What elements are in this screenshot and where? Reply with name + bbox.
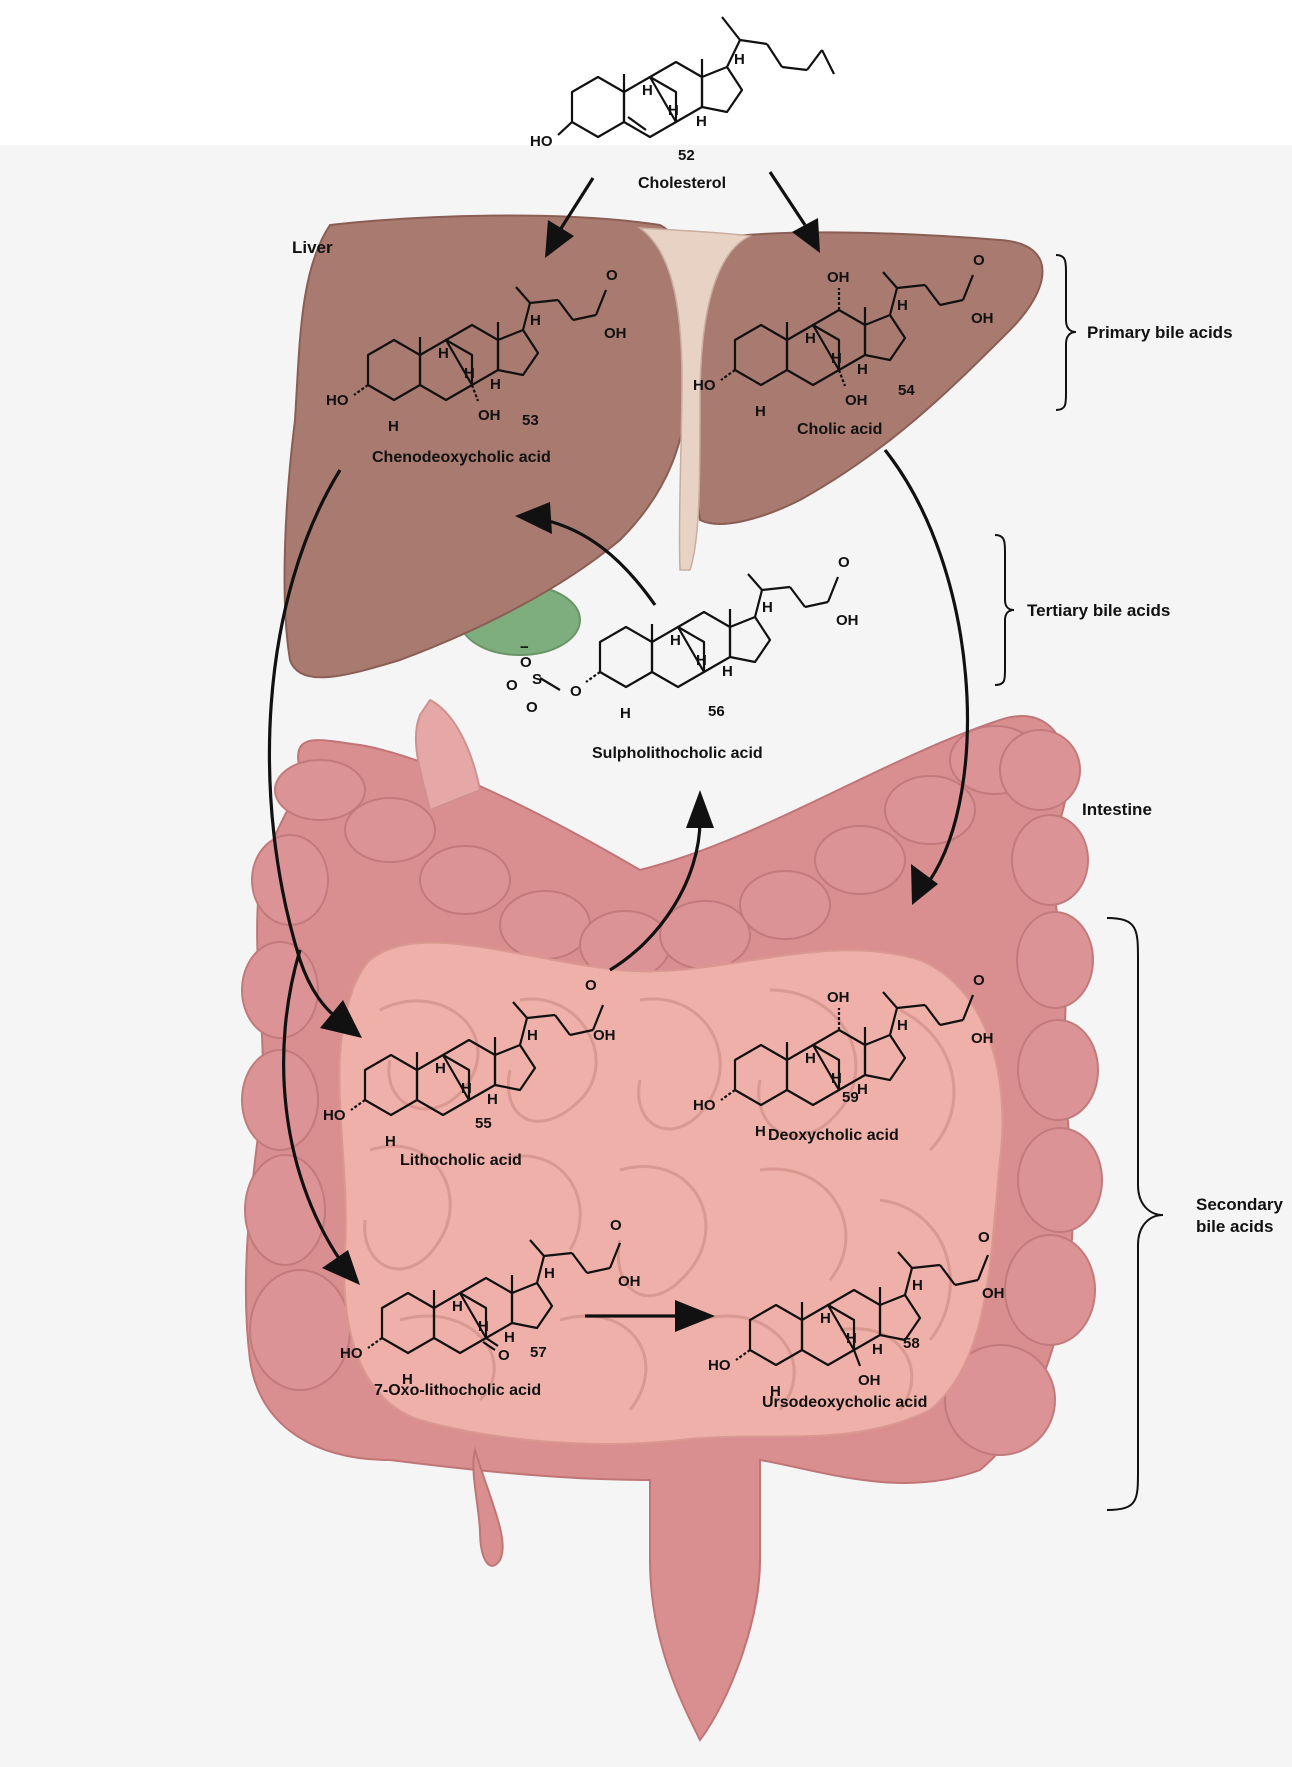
dca-acid-o: O bbox=[973, 972, 985, 989]
slca-so-o3: O bbox=[506, 677, 518, 694]
h-atom: H bbox=[831, 350, 842, 367]
cdca-acid-o: O bbox=[606, 267, 618, 284]
udca-7oh: OH bbox=[858, 1372, 881, 1389]
cdca-7oh: OH bbox=[478, 407, 501, 424]
slca-charge: − bbox=[520, 639, 529, 656]
h-atom: H bbox=[670, 632, 681, 649]
udca-ho: HO bbox=[708, 1357, 731, 1374]
ca-acid-oh: OH bbox=[971, 310, 994, 327]
h-atom: H bbox=[762, 599, 773, 616]
h-atom: H bbox=[530, 312, 541, 329]
compound-name-ursodeoxycholic-acid: Ursodeoxycholic acid bbox=[762, 1394, 927, 1411]
h-atom: H bbox=[805, 330, 816, 347]
compound-name-lithocholic-acid: Lithocholic acid bbox=[400, 1152, 522, 1169]
h-atom: H bbox=[435, 1060, 446, 1077]
compound-number-56: 56 bbox=[708, 703, 725, 720]
h-atom: H bbox=[490, 376, 501, 393]
oxo-keto-o: O bbox=[498, 1347, 510, 1364]
h-atom: H bbox=[461, 1080, 472, 1097]
compound-name-cholic-acid: Cholic acid bbox=[797, 421, 882, 438]
h-atom: H bbox=[642, 82, 653, 99]
slca-acid-oh: OH bbox=[836, 612, 859, 629]
label-primary-bile-acids: Primary bile acids bbox=[1087, 323, 1233, 342]
dca-ho: HO bbox=[693, 1097, 716, 1114]
h-atom: H bbox=[722, 663, 733, 680]
structure-cholesterol: HO H H H H bbox=[530, 17, 834, 150]
compound-number-53: 53 bbox=[522, 412, 539, 429]
compound-number-58: 58 bbox=[903, 1335, 920, 1352]
lca-acid-o: O bbox=[585, 977, 597, 994]
h-atom: H bbox=[846, 1330, 857, 1347]
oxo-acid-oh: OH bbox=[618, 1273, 641, 1290]
h-atom: H bbox=[734, 51, 745, 68]
cdca-ho: HO bbox=[326, 392, 349, 409]
h-atom: H bbox=[544, 1265, 555, 1282]
h-atom: H bbox=[464, 365, 475, 382]
h-atom: H bbox=[912, 1277, 923, 1294]
lca-acid-oh: OH bbox=[593, 1027, 616, 1044]
ca-acid-o: O bbox=[973, 252, 985, 269]
label-secondary-line1: Secondary bbox=[1196, 1195, 1283, 1214]
h-atom: H bbox=[755, 403, 766, 420]
h-atom: H bbox=[696, 652, 707, 669]
h-atom: H bbox=[620, 705, 631, 722]
h-atom: H bbox=[897, 297, 908, 314]
label-tertiary-bile-acids: Tertiary bile acids bbox=[1027, 601, 1170, 620]
cholesterol-ho: HO bbox=[530, 133, 553, 150]
compound-name-deoxycholic-acid: Deoxycholic acid bbox=[768, 1127, 899, 1144]
h-atom: H bbox=[805, 1050, 816, 1067]
h-atom: H bbox=[487, 1091, 498, 1108]
slca-so-o1: O bbox=[520, 654, 532, 671]
compound-number-57: 57 bbox=[530, 1344, 547, 1361]
oxo-ho: HO bbox=[340, 1345, 363, 1362]
compound-name-chenodeoxycholic-acid: Chenodeoxycholic acid bbox=[372, 449, 551, 466]
compound-number-59: 59 bbox=[842, 1089, 859, 1106]
ca-ho: HO bbox=[693, 377, 716, 394]
h-atom: H bbox=[668, 102, 679, 119]
h-atom: H bbox=[897, 1017, 908, 1034]
slca-s: S bbox=[532, 671, 542, 688]
compound-number-54: 54 bbox=[898, 382, 915, 399]
ca-12oh: OH bbox=[827, 269, 850, 286]
h-atom: H bbox=[452, 1298, 463, 1315]
h-atom: H bbox=[872, 1341, 883, 1358]
h-atom: H bbox=[504, 1329, 515, 1346]
h-atom: H bbox=[755, 1123, 766, 1140]
compound-name-sulpholithocholic-acid: Sulpholithocholic acid bbox=[592, 745, 763, 762]
h-atom: H bbox=[831, 1070, 842, 1087]
h-atom: H bbox=[388, 418, 399, 435]
h-atom: H bbox=[385, 1133, 396, 1150]
slca-acid-o: O bbox=[838, 554, 850, 571]
h-atom: H bbox=[857, 361, 868, 378]
h-atom: H bbox=[527, 1027, 538, 1044]
label-secondary-line2: bile acids bbox=[1196, 1217, 1273, 1236]
ca-7oh: OH bbox=[845, 392, 868, 409]
cdca-acid-oh: OH bbox=[604, 325, 627, 342]
slca-so-o2: O bbox=[526, 699, 538, 716]
slca-ester-o: O bbox=[570, 683, 582, 700]
compound-name-7-oxo-lithocholic-acid: 7-Oxo-lithocholic acid bbox=[374, 1382, 541, 1399]
compound-number-55: 55 bbox=[475, 1115, 492, 1132]
h-atom: H bbox=[438, 345, 449, 362]
lca-ho: HO bbox=[323, 1107, 346, 1124]
oxo-acid-o: O bbox=[610, 1217, 622, 1234]
label-liver: Liver bbox=[292, 238, 333, 257]
udca-acid-oh: OH bbox=[982, 1285, 1005, 1302]
compound-number-52: 52 bbox=[678, 147, 695, 164]
compound-name-cholesterol: Cholesterol bbox=[638, 175, 726, 192]
h-atom: H bbox=[696, 113, 707, 130]
udca-acid-o: O bbox=[978, 1229, 990, 1246]
dca-12oh: OH bbox=[827, 989, 850, 1006]
h-atom: H bbox=[478, 1318, 489, 1335]
dca-acid-oh: OH bbox=[971, 1030, 994, 1047]
label-intestine: Intestine bbox=[1082, 800, 1152, 819]
h-atom: H bbox=[820, 1310, 831, 1327]
